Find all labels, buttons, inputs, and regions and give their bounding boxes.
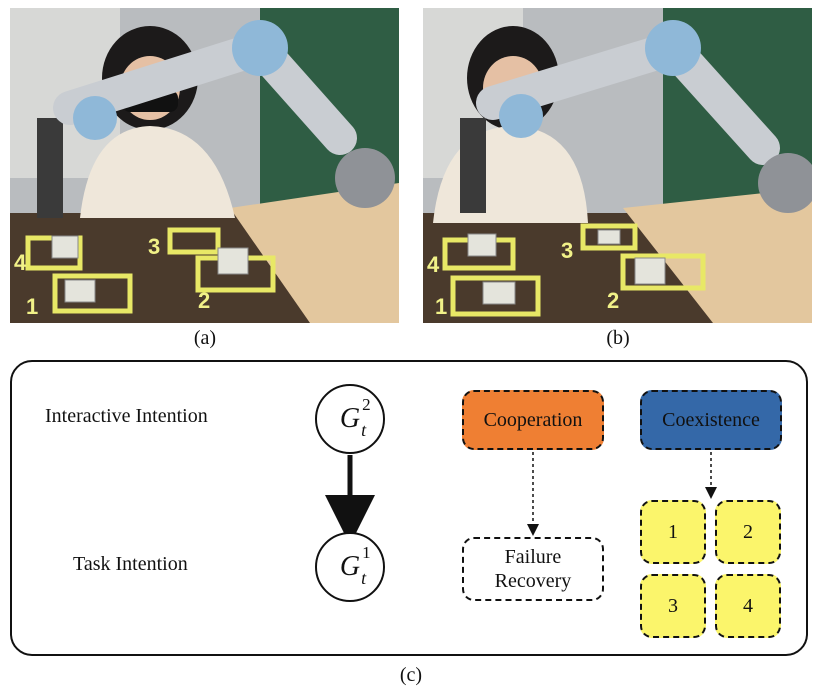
robot-joint [73, 96, 117, 140]
coexistence-box: Coexistence [640, 390, 782, 450]
tag-3: 3 [561, 238, 573, 263]
tag-4: 4 [427, 252, 440, 277]
tape-squares [25, 227, 276, 314]
caption-c: (c) [399, 664, 423, 686]
tag-4: 4 [14, 250, 27, 275]
tag-2: 2 [198, 288, 210, 313]
robot-base [758, 153, 812, 213]
wood-board [623, 188, 812, 323]
goal-box-3: 3 [640, 574, 706, 638]
goal-box-2: 2 [715, 500, 781, 564]
photo-b: 4 3 1 2 [423, 8, 812, 323]
failure-line-1: Failure [504, 546, 562, 568]
photo-a: 4 3 1 2 [10, 8, 399, 323]
robot-joint [645, 20, 701, 76]
tag-1: 1 [435, 294, 447, 319]
interactive-intention-label: Interactive Intention [45, 405, 208, 427]
connector-parts [467, 229, 666, 305]
caption-b: (b) [606, 327, 630, 349]
tag-1: 1 [26, 294, 38, 319]
tag-2: 2 [607, 288, 619, 313]
tag-3: 3 [148, 234, 160, 259]
node-g-t-1-sub: t [361, 568, 367, 588]
robot-joint [232, 20, 288, 76]
goal-box-1: 1 [640, 500, 706, 564]
goal-box-4: 4 [715, 574, 781, 638]
cooperation-box: Cooperation [462, 390, 604, 450]
failure-recovery-box: Failure Recovery [462, 537, 604, 601]
task-intention-label: Task Intention [73, 553, 188, 575]
failure-line-2: Recovery [494, 570, 572, 592]
node-g-t-1-sup: 1 [362, 543, 371, 562]
connector-parts [51, 235, 249, 303]
caption-a: (a) [193, 327, 217, 349]
robot-base [335, 148, 395, 208]
diagram-panel [10, 360, 808, 656]
robot-joint [499, 94, 543, 138]
wood-board [230, 183, 399, 323]
person-sweater [80, 126, 235, 218]
node-g-t-2-sup: 2 [362, 395, 371, 414]
node-g-t-2-sub: t [361, 420, 367, 440]
